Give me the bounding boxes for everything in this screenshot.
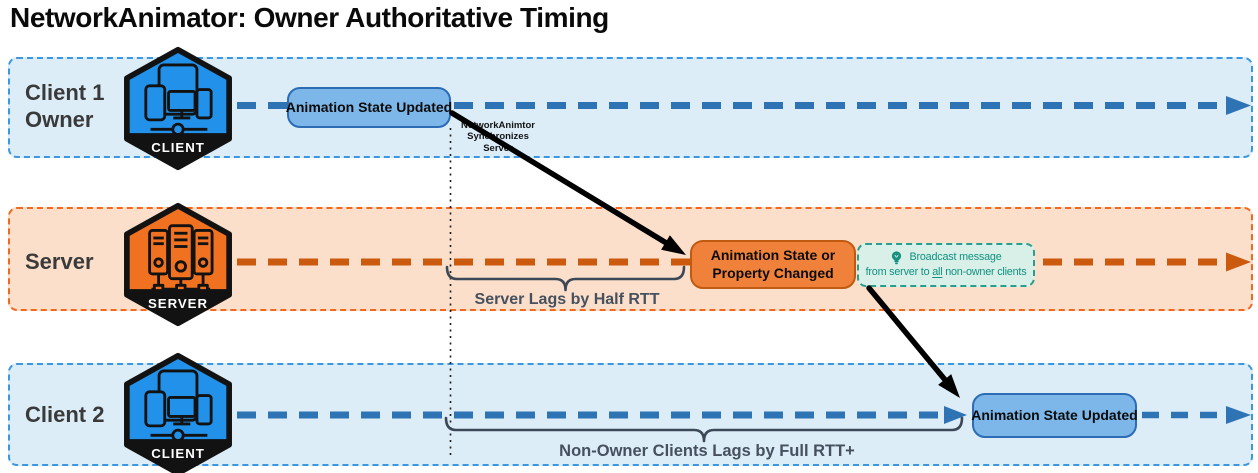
server-badge-label: SERVER — [148, 296, 208, 311]
event-client2-animation-state-updated: Animation State Updated — [971, 393, 1138, 438]
event-label: Animation State Updated — [971, 406, 1138, 423]
lane-label-client2: Client 2 — [25, 402, 105, 427]
sync-note-line1: NetworkAnimtor — [461, 120, 535, 131]
server-lag-label: Server Lags by Half RTT — [474, 291, 660, 308]
event-server-animation-state-changed: Animation State or Property Changed — [690, 240, 856, 289]
lightbulb-icon — [892, 251, 902, 264]
event-label: Animation State Updated — [285, 98, 453, 115]
lane-label-client1-line2: Owner — [25, 106, 94, 132]
lane-label-client1-line1: Client 1 — [25, 80, 105, 105]
client2-badge-label: CLIENT — [151, 446, 205, 461]
client1-hexagon-icon: CLIENT — [124, 46, 232, 171]
broadcast-text-all: all — [932, 266, 943, 278]
client-devices-icon — [144, 63, 213, 136]
sync-note-line2: Synchronizes — [467, 131, 529, 143]
event-label-line2: Property Changed — [712, 264, 834, 281]
client-lag-label: Non-Owner Clients Lags by Full RTT+ — [559, 442, 855, 460]
page-title: NetworkAnimator: Owner Authoritative Tim… — [10, 2, 609, 33]
client1-badge-label: CLIENT — [151, 140, 205, 155]
server-racks-icon — [148, 224, 214, 295]
server-hexagon-icon: SERVER — [124, 202, 232, 327]
lane-label-server: Server — [25, 249, 94, 274]
event-client1-animation-state-updated: Animation State Updated — [285, 87, 453, 128]
client2-hexagon-icon: CLIENT — [124, 352, 232, 473]
broadcast-text-pre: from server to — [865, 266, 933, 278]
broadcast-title: Broadcast message — [909, 251, 1002, 264]
broadcast-message-callout: Broadcast message from server to all non… — [857, 243, 1035, 287]
sync-note: NetworkAnimtor Synchronizes Server — [447, 120, 549, 154]
client-devices-icon — [144, 369, 213, 442]
sync-note-line3: Server — [483, 142, 513, 154]
broadcast-text-post: non-owner clients — [942, 266, 1027, 278]
event-label-line1: Animation State or — [710, 247, 836, 263]
lane-label-client1: Client 1 Owner — [25, 80, 104, 134]
